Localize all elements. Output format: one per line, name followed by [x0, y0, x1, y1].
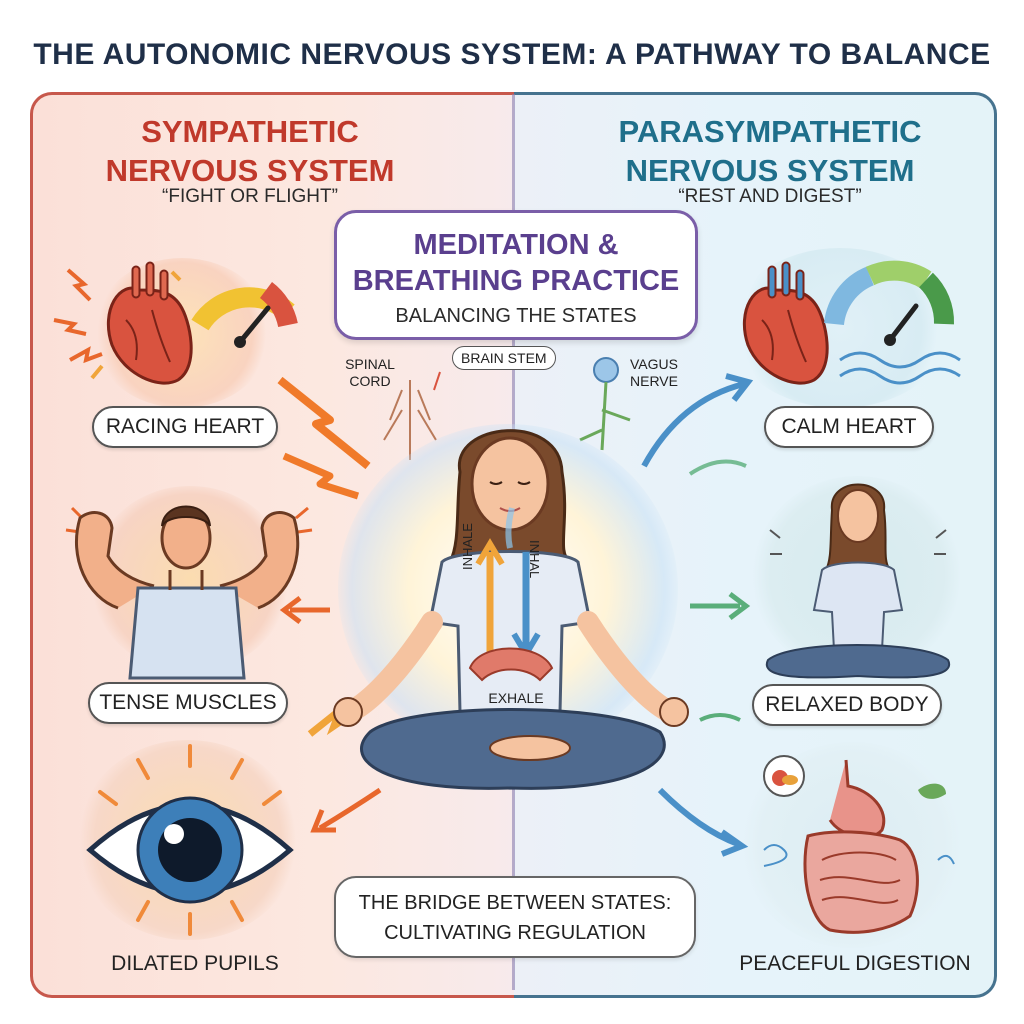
calm-heart-label: CALM HEART	[764, 406, 934, 448]
racing-heart-label: RACING HEART	[92, 406, 278, 448]
eye-icon	[86, 744, 294, 936]
right-arrows	[641, 373, 754, 857]
vagus-nerve-label-line2: NERVE	[630, 373, 678, 389]
meditating-woman-icon	[333, 429, 689, 790]
bridge-line2: CULTIVATING REGULATION	[384, 922, 646, 944]
spinal-cord-label-line1: SPINAL	[345, 356, 395, 372]
brain-stem-label: BRAIN STEM	[452, 346, 556, 370]
sympathetic-title-line2: NERVOUS SYSTEM	[105, 153, 395, 188]
lightning-bolt-icon	[277, 376, 371, 470]
stomach-icon	[763, 755, 955, 934]
sympathetic-subtitle: “FIGHT OR FLIGHT”	[162, 186, 338, 207]
dilated-pupils-label: DILATED PUPILS	[111, 952, 279, 975]
tense-muscles-label: TENSE MUSCLES	[88, 682, 288, 724]
sympathetic-title: SYMPATHETIC NERVOUS SYSTEM	[60, 112, 440, 190]
meditation-heading-line1: MEDITATION &	[413, 229, 619, 261]
inhale-label: INHALE	[460, 523, 475, 570]
bridge-line1: THE BRIDGE BETWEEN STATES:	[358, 892, 672, 914]
nerves-illustration	[383, 357, 631, 460]
meditation-heading-line2: BREATHING PRACTICE	[352, 265, 680, 297]
sympathetic-title-line1: SYMPATHETIC	[141, 114, 359, 149]
heart-icon	[742, 260, 961, 385]
bridge-box: THE BRIDGE BETWEEN STATES: CULTIVATING R…	[334, 876, 696, 958]
arrow-down-left-icon	[318, 787, 382, 831]
vagus-nerve-label: VAGUS NERVE	[614, 356, 694, 390]
relaxed-body-label: RELAXED BODY	[752, 684, 942, 726]
exhale-label: EXHALE	[488, 690, 544, 706]
parasympathetic-title: PARASYMPATHETIC NERVOUS SYSTEM	[580, 112, 960, 190]
inhal-label: INHAL	[527, 540, 542, 579]
parasympathetic-title-line2: NERVOUS SYSTEM	[625, 153, 915, 188]
parasympathetic-title-line1: PARASYMPATHETIC	[618, 114, 922, 149]
vagus-nerve-label-line1: VAGUS	[630, 356, 678, 372]
spinal-cord-label-line2: CORD	[349, 373, 391, 389]
arrow-up-right-icon	[641, 381, 745, 468]
flexing-person-icon	[65, 505, 313, 680]
meditating-person-icon	[765, 483, 951, 679]
peaceful-digestion-label: PEACEFUL DIGESTION	[739, 952, 971, 975]
meditation-subheading: BALANCING THE STATES	[395, 305, 637, 327]
diaphragm-icon	[468, 647, 554, 682]
spinal-cord-label: SPINAL CORD	[330, 356, 410, 390]
lightning-bolt-icon	[282, 452, 360, 500]
heart-icon	[53, 261, 298, 385]
parasympathetic-subtitle: “REST AND DIGEST”	[678, 186, 862, 207]
meditation-box: MEDITATION & BREATHING PRACTICE BALANCIN…	[334, 210, 698, 340]
page-title: THE AUTONOMIC NERVOUS SYSTEM: A PATHWAY …	[33, 38, 991, 71]
